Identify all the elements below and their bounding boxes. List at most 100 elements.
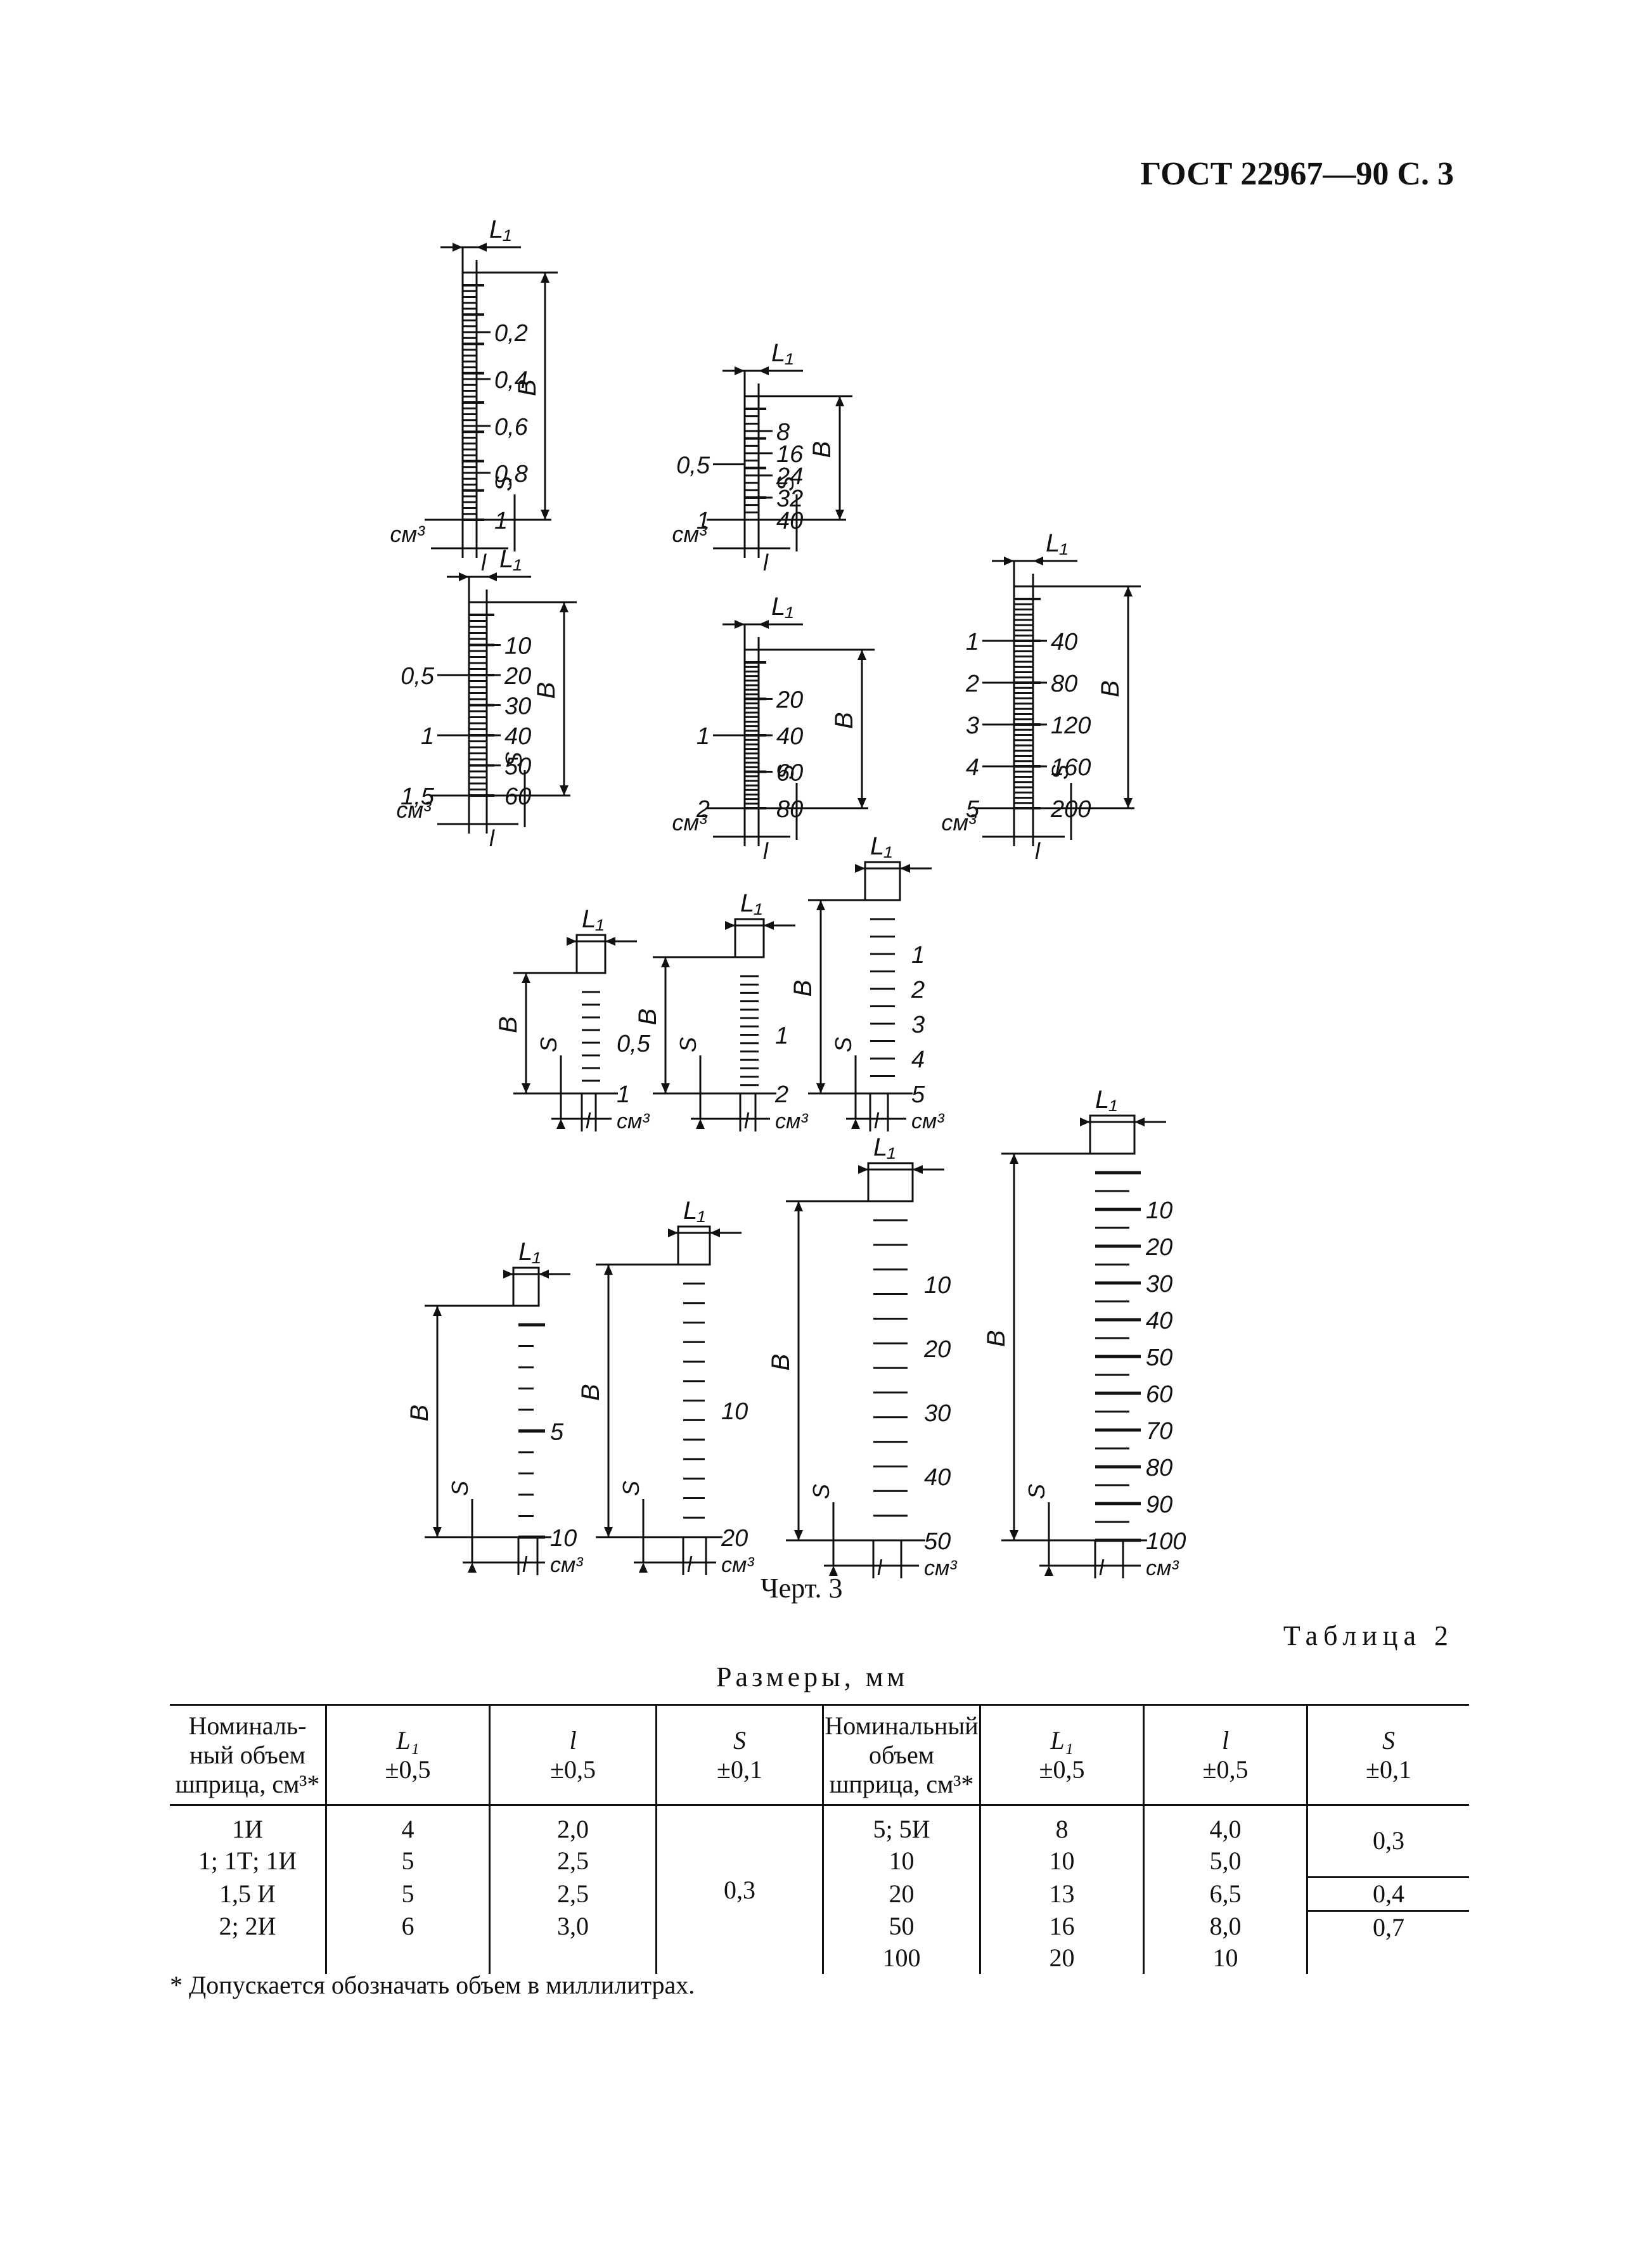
s-arrow bbox=[851, 1119, 860, 1129]
l1-arrow bbox=[858, 1165, 868, 1174]
scale-label-right: 160 bbox=[1051, 754, 1091, 781]
scale-drawings: L₁B0,20,40,60,81Sсм³lL₁B8162432400,51Sсм… bbox=[390, 216, 1186, 1580]
b-label: B bbox=[494, 1016, 522, 1033]
s-label: S bbox=[1047, 764, 1073, 780]
scale-label-right: 80 bbox=[776, 796, 803, 823]
scale-label-left: 1 bbox=[697, 508, 710, 534]
b-arrow bbox=[794, 1201, 803, 1211]
scale-label-right: 50 bbox=[1146, 1344, 1172, 1371]
l-label: l bbox=[586, 1109, 591, 1133]
scale-label-right: 5 bbox=[911, 1081, 925, 1108]
scale-label-right: 10 bbox=[721, 1398, 748, 1425]
b-arrow bbox=[433, 1306, 442, 1316]
l1-box bbox=[734, 918, 765, 958]
unit-label: см³ bbox=[775, 1109, 809, 1133]
l1-arrow bbox=[539, 1270, 549, 1279]
scale-label-right: 40 bbox=[1146, 1308, 1172, 1334]
l-label: l bbox=[687, 1553, 693, 1577]
b-arrow bbox=[816, 1083, 825, 1093]
left-s-value: 0,3 bbox=[655, 1805, 823, 1974]
scale-label-right: 0,4 bbox=[494, 367, 528, 394]
b-arrow bbox=[1010, 1530, 1018, 1540]
header-volume-a: Номиналь-ный объем шприца, см³* bbox=[170, 1704, 326, 1806]
header-l-a: l±0,5 bbox=[489, 1704, 657, 1806]
table-row: 100 20 10 bbox=[170, 1942, 1469, 1974]
l-label: l bbox=[489, 825, 495, 851]
s-label: S bbox=[773, 476, 799, 491]
b-arrow bbox=[604, 1527, 613, 1537]
b-arrow bbox=[541, 510, 549, 520]
l1-arrow bbox=[1134, 1118, 1145, 1126]
s-label: S bbox=[447, 1481, 473, 1496]
l1-arrow bbox=[1033, 557, 1043, 565]
scale-label-right: 0,8 bbox=[494, 461, 528, 487]
right-s-value-1: 0,3 bbox=[1306, 1805, 1469, 1878]
unit-label: см³ bbox=[1146, 1556, 1179, 1580]
l1-box bbox=[1089, 1114, 1136, 1155]
l1-box bbox=[867, 1162, 914, 1202]
scale-label-right: 1 bbox=[494, 508, 508, 534]
l-label: l bbox=[522, 1553, 528, 1577]
l1-label: L₁ bbox=[1095, 1086, 1117, 1114]
scale-label-right: 3 bbox=[911, 1012, 925, 1038]
s-label: S bbox=[536, 1037, 562, 1052]
l-label: l bbox=[763, 838, 769, 864]
scale-label-right: 40 bbox=[504, 723, 531, 750]
scale-label-right: 20 bbox=[1145, 1234, 1172, 1261]
l1-label: L₁ bbox=[740, 889, 762, 917]
l1-box bbox=[864, 861, 901, 901]
scale-label-right: 50 bbox=[924, 1528, 951, 1555]
scale-label-right: 60 bbox=[776, 760, 803, 787]
l1-arrow bbox=[668, 1228, 678, 1237]
unit-label: см³ bbox=[672, 521, 707, 547]
scale-label-right: 10 bbox=[1146, 1197, 1172, 1224]
l1-arrow bbox=[567, 937, 577, 946]
b-arrow bbox=[522, 973, 530, 983]
page-header: ГОСТ 22967—90 С. 3 bbox=[1140, 156, 1454, 192]
b-label: B bbox=[406, 1405, 433, 1422]
b-arrow bbox=[1124, 586, 1133, 596]
l-label: l bbox=[763, 550, 769, 576]
scale-label-right: 30 bbox=[504, 693, 531, 720]
scale-label-left: 0,5 bbox=[401, 663, 435, 690]
l1-arrow bbox=[913, 1165, 923, 1174]
s-arrow bbox=[829, 1566, 838, 1576]
scale-label-right: 20 bbox=[923, 1336, 951, 1363]
l1-arrow bbox=[1080, 1118, 1090, 1126]
scale-label-right: 20 bbox=[504, 663, 531, 690]
scale-label-right: 5 bbox=[550, 1419, 564, 1446]
b-label: B bbox=[789, 980, 817, 997]
unit-label: см³ bbox=[390, 521, 425, 547]
scale-label-right: 80 bbox=[1146, 1455, 1172, 1481]
b-arrow bbox=[794, 1530, 803, 1540]
table-subtitle: Размеры, мм bbox=[716, 1661, 909, 1692]
s-label: S bbox=[1024, 1484, 1050, 1499]
scale-label-left: 3 bbox=[966, 712, 979, 739]
unit-label: см³ bbox=[924, 1556, 958, 1580]
l1-label: L₁ bbox=[683, 1197, 705, 1225]
l1-arrow bbox=[487, 572, 497, 581]
scale-label-right: 120 bbox=[1051, 712, 1091, 739]
scale-label-right: 2 bbox=[774, 1081, 788, 1108]
b-label: B bbox=[1096, 680, 1124, 697]
scale-label-right: 30 bbox=[924, 1400, 951, 1427]
scale-label-right: 40 bbox=[776, 723, 803, 750]
l-label: l bbox=[1035, 838, 1041, 864]
s-arrow bbox=[1044, 1566, 1053, 1576]
scale-label-right: 30 bbox=[1146, 1271, 1172, 1298]
scale-label-right: 0,6 bbox=[494, 414, 529, 441]
scale-label-right: 0,2 bbox=[494, 320, 528, 347]
b-arrow bbox=[857, 650, 866, 660]
scale-label-right: 10 bbox=[924, 1272, 951, 1299]
scale-label-right: 4 bbox=[911, 1047, 925, 1073]
scale-label-right: 60 bbox=[504, 783, 531, 810]
scale-label-right: 24 bbox=[776, 463, 803, 490]
header-l-b: l±0,5 bbox=[1143, 1704, 1307, 1806]
b-arrow bbox=[560, 785, 568, 796]
l-label: l bbox=[877, 1556, 883, 1580]
b-label: B bbox=[808, 441, 836, 458]
b-label: B bbox=[532, 682, 560, 699]
scale-label-left: 4 bbox=[966, 754, 979, 781]
header-volume-b: Номинальный объем шприца, см³* bbox=[822, 1704, 980, 1806]
s-label: S bbox=[501, 752, 527, 767]
